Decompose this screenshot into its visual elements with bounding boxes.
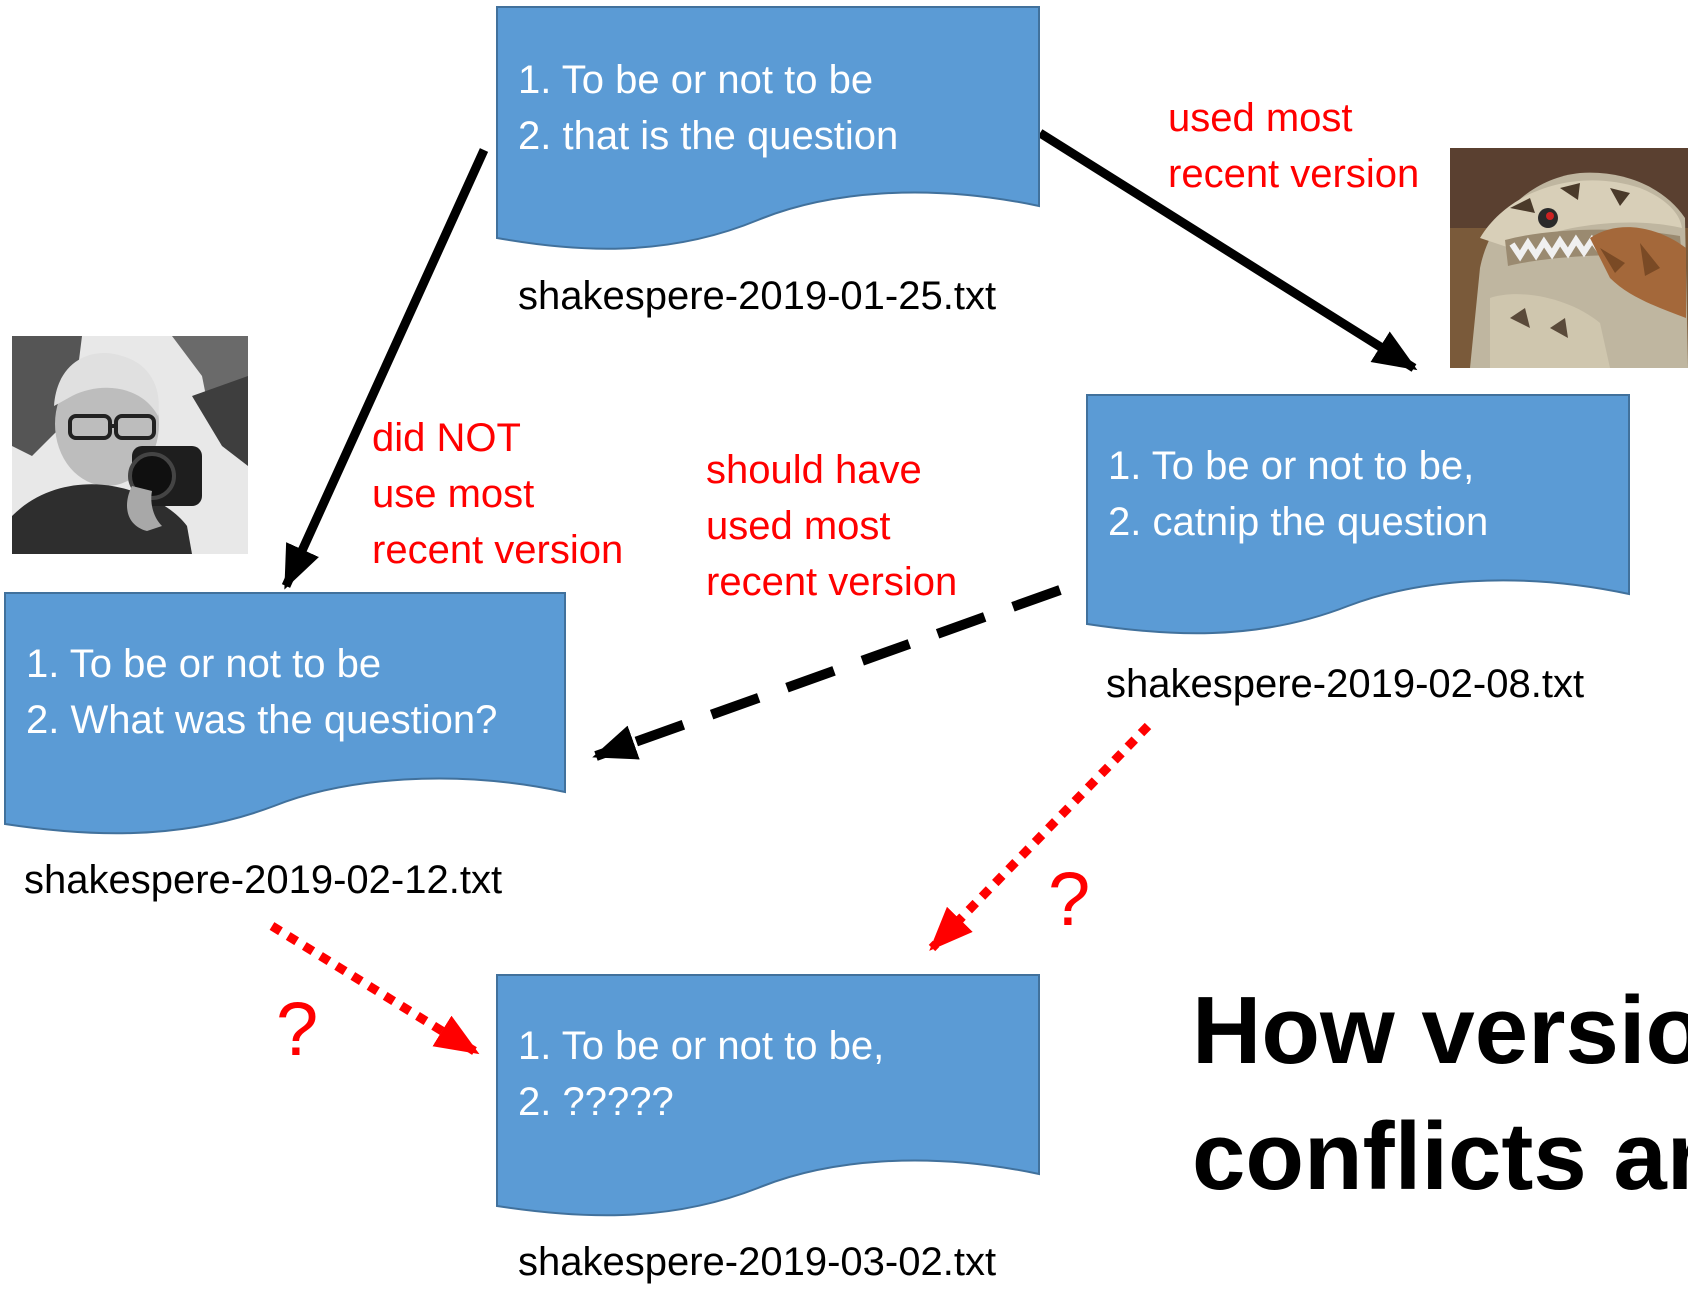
document-line-2: 2. that is the question [518,114,899,158]
note-used-most-recent: used most recent version [1168,90,1419,202]
dashed-arrow-d2-to-d3 [592,585,1062,761]
arrow-d1-to-d3 [281,148,489,590]
document-shape [496,974,1040,1217]
document-line-1: 1. To be or not to be [518,58,874,102]
document-shape [1086,394,1630,635]
document-2019-02-12: 1. To be or not to be 2. What was the qu… [4,592,566,842]
note-line: recent version [706,560,958,604]
document-line-1: 1. To be or not to be [26,642,382,686]
document-2019-03-02: 1. To be or not to be, 2. ????? [496,974,1040,1224]
note-line: recent version [1168,152,1420,196]
person-photo [12,336,248,554]
document-line-2: 2. catnip the question [1108,500,1489,544]
note-line: should have [706,448,922,492]
filename-2019-03-02: shakespere-2019-03-02.txt [518,1240,997,1284]
headline-line-2: conflicts ari [1192,1103,1688,1210]
document-shape [496,6,1040,250]
document-2019-01-25: 1. To be or not to be 2. that is the que… [496,6,1040,258]
document-line-2: 2. What was the question? [26,698,498,742]
filename-2019-02-12: shakespere-2019-02-12.txt [24,858,503,902]
slide-headline: How versio conflicts ari [1192,968,1688,1220]
dotted-arrow-d3-to-d4 [269,922,480,1056]
filename-2019-01-25: shakespere-2019-01-25.txt [518,274,997,318]
document-2019-02-08: 1. To be or not to be, 2. catnip the que… [1086,394,1630,642]
dinosaur-toy-photo [1450,148,1688,368]
note-should-have-used: should have used most recent version [706,442,957,610]
document-line-1: 1. To be or not to be, [1108,444,1475,488]
document-line-1: 1. To be or not to be, [518,1024,885,1068]
filename-2019-02-08: shakespere-2019-02-08.txt [1106,662,1585,706]
question-mark-left: ? [276,987,319,1072]
note-line: use most [372,472,535,516]
note-line: did NOT [372,416,521,460]
person-photo-image [12,336,248,554]
document-line-2: 2. ????? [518,1080,674,1124]
question-mark-right: ? [1048,857,1091,942]
headline-line-1: How versio [1192,977,1688,1084]
arrow-d1-to-d2 [1037,129,1418,372]
dinosaur-toy-image [1450,148,1688,368]
note-line: used most [1168,96,1353,140]
note-line: used most [706,504,891,548]
note-line: recent version [372,528,624,572]
document-shape [4,592,566,835]
dotted-arrow-d2-to-d4 [928,722,1152,952]
note-did-not-use: did NOT use most recent version [372,410,623,578]
